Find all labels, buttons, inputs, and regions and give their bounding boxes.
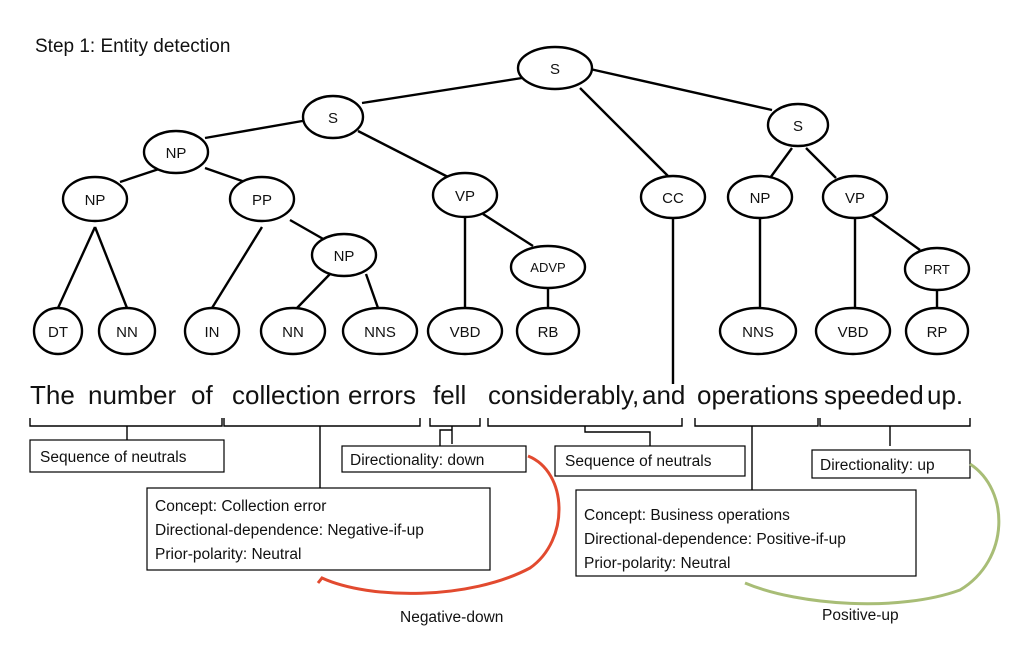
svg-text:NN: NN (116, 324, 138, 341)
word-of: of (191, 380, 213, 410)
svg-text:Directionality: up: Directionality: up (820, 457, 935, 474)
bracket-speeded-up (819, 418, 971, 446)
svg-text:Concept: Collection error: Concept: Collection error (155, 498, 326, 515)
node-np-the: NP (61, 175, 129, 223)
svg-text:Prior-polarity: Neutral: Prior-polarity: Neutral (155, 546, 301, 563)
node-vp-speeded: VP (821, 174, 889, 220)
svg-text:DT: DT (48, 324, 68, 341)
svg-text:NP: NP (750, 190, 771, 207)
node-nns-errors: NNS (341, 306, 419, 356)
svg-text:NN: NN (282, 324, 304, 341)
box-directionality-up: Directionality: up (811, 449, 971, 479)
svg-text:VBD: VBD (450, 324, 481, 341)
box-concept-business-operations: Concept: Business operations Directional… (575, 489, 917, 577)
svg-text:NP: NP (85, 192, 106, 209)
svg-text:NNS: NNS (364, 324, 396, 341)
svg-text:VP: VP (455, 188, 475, 205)
svg-text:Directionality: down: Directionality: down (350, 452, 484, 469)
node-s-right: S (766, 102, 830, 148)
svg-text:Sequence of neutrals: Sequence of neutrals (565, 453, 712, 470)
node-nns-operations: NNS (718, 306, 798, 356)
word-up: up. (927, 380, 963, 410)
word-collection: collection (232, 380, 340, 410)
node-nn-collection: NN (259, 306, 327, 356)
svg-text:CC: CC (662, 190, 684, 207)
node-vp-fell: VP (431, 171, 499, 219)
svg-text:NNS: NNS (742, 324, 774, 341)
box-concept-collection-error: Concept: Collection error Directional-de… (146, 487, 491, 571)
svg-text:ADVP: ADVP (530, 260, 565, 275)
svg-text:S: S (550, 61, 560, 78)
bracket-operations (694, 418, 819, 490)
word-errors: errors (348, 380, 416, 410)
node-rp: RP (904, 306, 970, 356)
svg-text:Directional-dependence: Negati: Directional-dependence: Negative-if-up (155, 522, 424, 539)
box-sequence-neutrals-1: Sequence of neutrals (29, 439, 225, 473)
svg-text:RB: RB (538, 324, 559, 341)
svg-text:S: S (328, 110, 338, 127)
bracket-considerably-and (487, 418, 683, 446)
svg-text:NP: NP (166, 145, 187, 162)
node-s-root: S (516, 45, 594, 91)
bracket-fell (429, 418, 481, 446)
node-prt: PRT (903, 246, 971, 292)
word-operations: operations (697, 380, 818, 410)
node-s-left: S (301, 94, 365, 140)
diagram-title: Step 1: Entity detection (35, 36, 231, 57)
node-np-operations: NP (726, 174, 794, 220)
node-vbd-speeded: VBD (814, 306, 892, 356)
bracket-collection-errors (223, 418, 421, 488)
word-brackets (29, 418, 971, 490)
box-sequence-neutrals-2: Sequence of neutrals (554, 445, 746, 477)
svg-text:VBD: VBD (838, 324, 869, 341)
svg-text:PRT: PRT (924, 262, 950, 277)
node-nn-number: NN (97, 306, 157, 356)
svg-text:S: S (793, 118, 803, 135)
svg-text:Directional-dependence: Positi: Directional-dependence: Positive-if-up (584, 531, 846, 548)
positive-up-arc (744, 462, 1001, 606)
tree-edges (56, 67, 939, 384)
word-the: The (30, 380, 75, 410)
node-cc: CC (639, 174, 707, 220)
positive-up-label: Positive-up (822, 607, 899, 624)
svg-text:NP: NP (334, 248, 355, 265)
svg-text:Prior-polarity: Neutral: Prior-polarity: Neutral (584, 555, 730, 572)
node-np-top: NP (142, 129, 210, 175)
svg-text:VP: VP (845, 190, 865, 207)
svg-text:IN: IN (205, 324, 220, 341)
node-pp: PP (228, 175, 296, 223)
word-fell: fell (433, 380, 466, 410)
node-dt: DT (32, 306, 84, 356)
svg-text:RP: RP (927, 324, 948, 341)
sentence: The number of collection errors fell con… (30, 380, 963, 410)
word-speeded: speeded (824, 380, 924, 410)
svg-text:Sequence of neutrals: Sequence of neutrals (40, 449, 187, 466)
box-directionality-down: Directionality: down (341, 445, 527, 473)
node-rb: RB (515, 306, 581, 356)
word-number: number (88, 380, 176, 410)
bracket-the-of (29, 418, 223, 440)
node-vbd-fell: VBD (426, 306, 504, 356)
word-considerably: considerably, (488, 380, 639, 410)
negative-down-label: Negative-down (400, 609, 503, 626)
node-in: IN (183, 306, 241, 356)
node-np-collection: NP (310, 232, 378, 278)
tree-nodes: S S S NP NP PP NP VP ADVP CC NP VP PRT D… (32, 45, 971, 356)
svg-text:Concept: Business operations: Concept: Business operations (584, 507, 790, 524)
negative-down-arc (316, 454, 561, 595)
word-and: and (642, 380, 685, 410)
svg-text:PP: PP (252, 192, 272, 209)
node-advp: ADVP (509, 244, 587, 290)
